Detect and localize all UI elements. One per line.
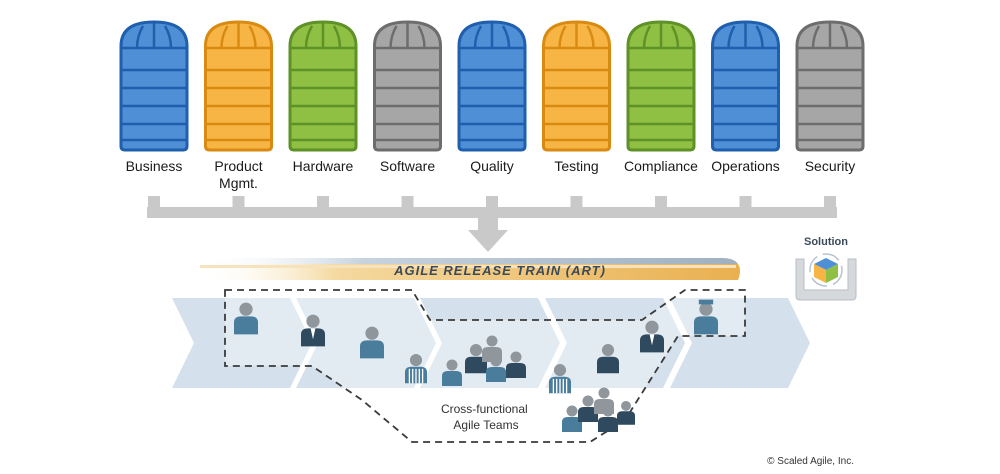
silo-rib <box>755 25 764 49</box>
silo-label: Quality <box>470 158 514 174</box>
connector-stub <box>570 196 583 210</box>
connector-stub <box>655 196 667 210</box>
team-members <box>234 299 718 432</box>
person-icon <box>506 351 526 378</box>
silo-rib <box>727 25 736 49</box>
person-icon <box>562 405 582 432</box>
solution-cube-icon <box>814 258 838 283</box>
silo: Quality <box>457 20 527 174</box>
silo-rib <box>220 25 229 49</box>
down-arrow-icon <box>468 208 508 252</box>
silo-rib <box>586 25 595 49</box>
silo-rib <box>163 25 173 49</box>
silo-label: Compliance <box>624 158 698 174</box>
silo-label: Testing <box>554 158 598 174</box>
person-icon <box>486 355 506 382</box>
train-band <box>200 265 736 268</box>
silo-body <box>795 20 865 152</box>
person-icon <box>301 314 325 347</box>
silo-body <box>711 20 780 152</box>
connector-stub <box>232 196 245 210</box>
silo-rib <box>642 25 652 49</box>
silo-rib <box>389 25 398 49</box>
person-icon <box>598 405 618 432</box>
teams-label: Cross-functional Agile Teams <box>441 402 531 432</box>
silo-body <box>288 20 358 152</box>
person-icon <box>360 326 384 359</box>
silo-label: Business <box>126 158 183 174</box>
silo-body <box>373 20 442 152</box>
connector-stub <box>401 196 414 210</box>
silo-body <box>542 20 611 152</box>
copyright: © Scaled Agile, Inc. <box>767 456 854 467</box>
connector-stub <box>824 196 836 210</box>
silo-label: Operations <box>711 158 779 174</box>
connector-stub <box>486 196 498 210</box>
silo-rib <box>417 25 426 49</box>
silo-rib <box>473 25 483 49</box>
silo: Hardware <box>288 20 358 174</box>
train-top-stripe <box>200 258 738 264</box>
silo: Operations <box>711 20 780 174</box>
person-icon <box>234 302 258 335</box>
silo-body <box>119 20 189 152</box>
silo-rib <box>558 25 567 49</box>
silo-rib <box>839 25 849 49</box>
silo-rib <box>135 25 145 49</box>
value-stream-chevron <box>545 298 685 388</box>
agile-release-train: AGILE RELEASE TRAIN (ART) <box>200 258 740 280</box>
silo-label: Security <box>805 158 856 174</box>
person-icon <box>442 359 462 386</box>
person-icon <box>578 395 598 422</box>
silo-rib <box>670 25 680 49</box>
solution-cycle-ring <box>809 253 843 287</box>
silo-label: Hardware <box>293 158 354 174</box>
silo-body <box>457 20 527 152</box>
value-stream-chevron <box>172 298 312 388</box>
silo-rib <box>248 25 257 49</box>
silo: Business <box>119 20 189 174</box>
connector-stub <box>148 196 160 210</box>
silo-rib <box>304 25 314 49</box>
solution-badge: Solution <box>795 236 857 301</box>
silo-label: Software <box>380 158 435 174</box>
connector-stub <box>317 196 329 210</box>
person-icon <box>694 299 718 335</box>
solution-tray <box>795 258 857 301</box>
silo: Compliance <box>624 20 698 174</box>
silo: Software <box>373 20 442 174</box>
person-striped-icon <box>549 364 571 394</box>
person-icon <box>640 320 664 353</box>
person-icon <box>617 400 635 425</box>
art-title: AGILE RELEASE TRAIN (ART) <box>393 263 606 278</box>
person-striped-icon <box>405 354 427 384</box>
silo-rib <box>501 25 511 49</box>
silo-rib <box>332 25 342 49</box>
silo-body <box>204 20 273 152</box>
connector-stub <box>739 196 752 210</box>
silo-rib <box>811 25 821 49</box>
silo: Testing <box>542 20 611 174</box>
person-icon <box>597 344 619 374</box>
solution-label: Solution <box>804 236 848 248</box>
value-stream-chevron-tip <box>764 298 808 388</box>
silo-body <box>626 20 696 152</box>
person-icon <box>465 344 487 374</box>
silo: Security <box>795 20 865 174</box>
